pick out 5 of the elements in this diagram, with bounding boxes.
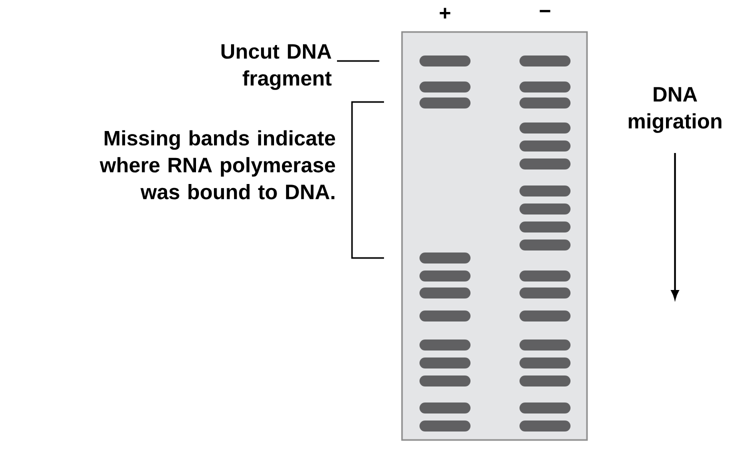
lane-sign: − bbox=[540, 10, 550, 12]
label-text: Uncut DNA fragment bbox=[221, 44, 332, 90]
label-text: DNA migration bbox=[628, 87, 722, 133]
leader-line bbox=[337, 60, 380, 62]
label-text: Missing bands indicate where RNA polymerase was bound to DNA. bbox=[100, 130, 336, 200]
